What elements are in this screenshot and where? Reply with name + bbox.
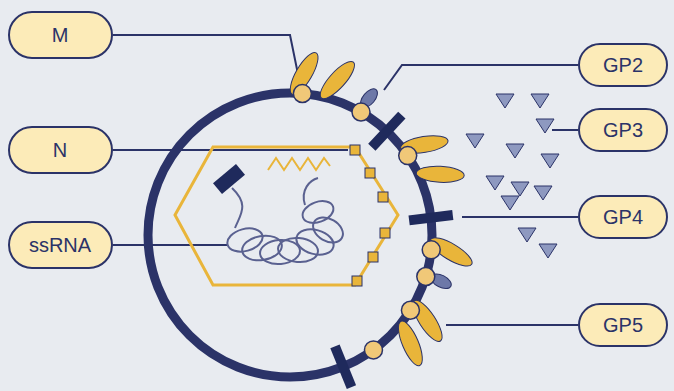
gp3-protein	[506, 144, 524, 158]
part-name: M	[52, 24, 69, 47]
membrane-proteins	[285, 49, 476, 389]
leader-line	[113, 244, 228, 246]
m-protein	[364, 341, 382, 359]
label-pill: ssRNA	[8, 221, 113, 269]
m-protein	[422, 241, 440, 259]
leader-line	[552, 129, 578, 131]
label-pill: GP3	[578, 108, 668, 152]
m-protein	[417, 268, 435, 286]
leader-line	[113, 35, 300, 84]
gp5-protein	[394, 318, 427, 368]
gp3-protein	[518, 228, 536, 242]
gp4-protein	[368, 112, 405, 151]
gp3-protein	[534, 186, 552, 200]
gp3-protein	[541, 154, 559, 168]
n-protein	[378, 192, 388, 202]
label-pill: GP4	[578, 195, 668, 239]
m-protein	[352, 103, 370, 121]
part-name: GP4	[603, 206, 643, 229]
leader-line	[446, 324, 578, 326]
gp3-proteins	[466, 94, 559, 258]
gp3-protein	[486, 176, 504, 190]
gp3-protein	[539, 244, 557, 258]
part-name: ssRNA	[29, 234, 91, 257]
leader-line	[113, 149, 348, 151]
label-pill: N	[8, 126, 113, 174]
n-protein	[380, 228, 390, 238]
label-pill: GP5	[578, 303, 668, 347]
label-pill: M	[8, 11, 113, 59]
gp3-protein	[501, 196, 519, 210]
rna-coil	[225, 178, 348, 266]
leader-lines	[113, 35, 578, 325]
rna-strand	[232, 188, 242, 228]
leader-line	[462, 216, 578, 218]
m-protein	[293, 85, 311, 103]
rna-strand	[304, 178, 318, 205]
part-name: GP2	[603, 54, 643, 77]
n-protein	[365, 168, 375, 178]
poly-a-tail	[268, 158, 330, 170]
label-pill: GP2	[578, 43, 668, 87]
gp4-protein	[408, 210, 453, 225]
n-protein	[352, 276, 362, 286]
leader-line	[384, 65, 578, 90]
n-protein	[368, 252, 378, 262]
part-name: GP3	[603, 119, 643, 142]
n-proteins	[350, 145, 390, 286]
gp3-protein	[531, 94, 549, 108]
rna-loop	[277, 236, 319, 263]
cap-block	[213, 164, 245, 194]
n-protein	[350, 145, 360, 155]
gp4-protein	[330, 344, 356, 389]
gp3-protein	[466, 134, 484, 148]
gp5-protein	[416, 165, 465, 183]
gp5-protein	[315, 57, 359, 103]
rna-loop	[225, 225, 265, 256]
part-name: N	[53, 139, 67, 162]
m-protein	[399, 147, 417, 165]
gp3-protein	[496, 94, 514, 108]
capsid-hexagon	[175, 147, 398, 285]
part-name: GP5	[603, 314, 643, 337]
envelope	[148, 93, 432, 377]
gp3-protein	[536, 119, 554, 133]
m-protein	[401, 301, 419, 319]
gp3-protein	[511, 182, 529, 196]
